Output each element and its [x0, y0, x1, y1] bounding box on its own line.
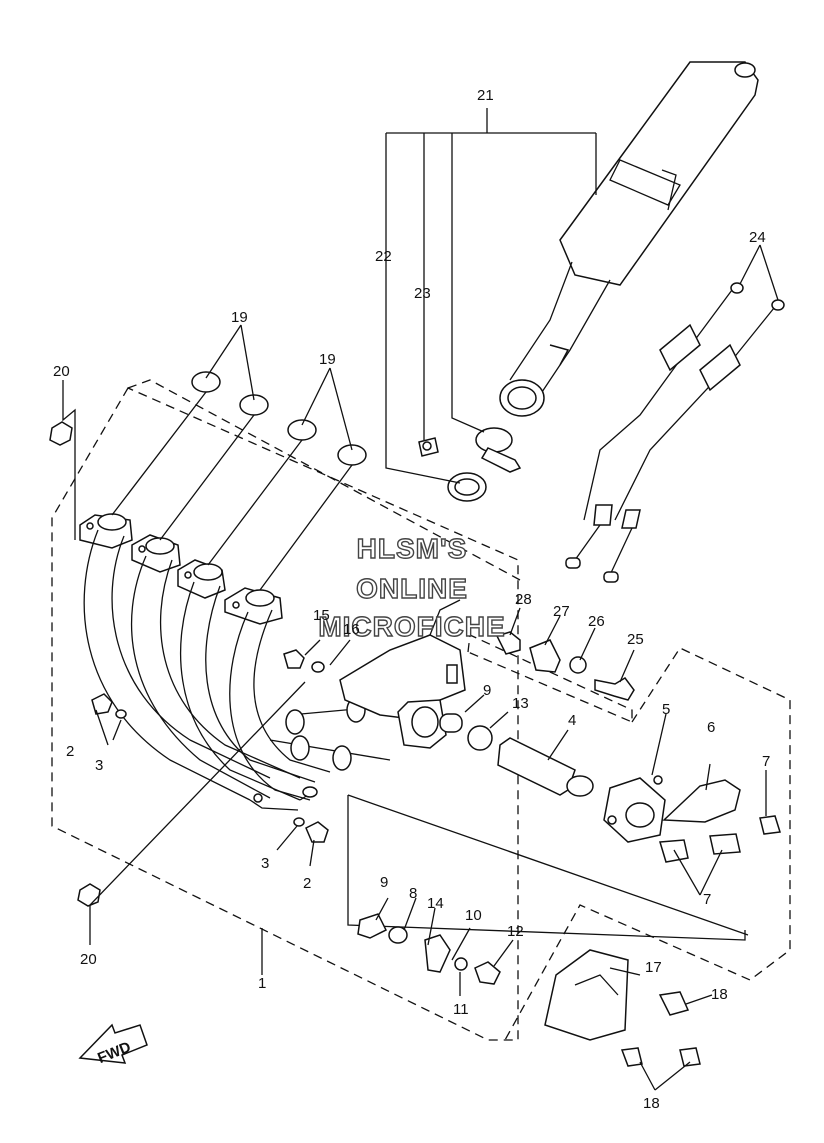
callout-2: 2 [66, 743, 74, 760]
callout-11: 11 [453, 1001, 469, 1018]
callout-12: 12 [507, 923, 524, 940]
callout-10: 10 [465, 907, 482, 924]
callout-20: 20 [53, 363, 70, 380]
valve-cables [565, 282, 785, 583]
callout-16: 16 [343, 621, 360, 638]
assembly-outline-valve [467, 634, 791, 1041]
callout-26: 26 [588, 613, 605, 630]
callout-1: 1 [258, 975, 266, 992]
leader-lines [62, 108, 779, 1091]
callout-18: 18 [643, 1095, 660, 1112]
clamp-parts [418, 427, 522, 502]
callout-5: 5 [662, 701, 670, 718]
callout-17: 17 [645, 959, 662, 976]
fasteners [49, 421, 635, 985]
valve-mechanism [497, 737, 781, 1067]
callout-23: 23 [414, 285, 431, 302]
callout-3: 3 [261, 855, 269, 872]
callout-21: 21 [477, 87, 494, 104]
callout-7: 7 [762, 753, 770, 770]
callout-labels: 1 2 2 3 3 4 5 6 7 7 8 9 9 10 11 12 13 14… [53, 87, 770, 1112]
callout-22: 22 [375, 248, 392, 265]
assembly-outline-servo [347, 794, 749, 941]
watermark-line2: ONLINE [356, 573, 468, 604]
callout-20: 20 [80, 951, 97, 968]
callout-14: 14 [427, 895, 444, 912]
callout-3: 3 [95, 757, 103, 774]
callout-6: 6 [707, 719, 715, 736]
collector-body [339, 599, 466, 749]
callout-2: 2 [303, 875, 311, 892]
callout-15: 15 [313, 607, 330, 624]
callout-7: 7 [703, 891, 711, 908]
callout-13: 13 [512, 695, 529, 712]
fwd-arrow-icon: FWD [78, 1023, 148, 1067]
callout-9: 9 [483, 682, 491, 699]
callout-18: 18 [711, 986, 728, 1003]
callout-25: 25 [627, 631, 644, 648]
callout-28: 28 [515, 591, 532, 608]
muffler [499, 61, 759, 417]
watermark-line1: HLSM'S [357, 533, 468, 564]
callout-27: 27 [553, 603, 570, 620]
watermark: HLSM'S ONLINE MICROFICHE [318, 532, 506, 642]
callout-24: 24 [749, 229, 766, 246]
header-pipes [79, 513, 401, 811]
watermark-line3: MICROFICHE [318, 611, 505, 642]
callout-19: 19 [319, 351, 336, 368]
callout-19: 19 [231, 309, 248, 326]
assembly-outline-exhaust [51, 379, 521, 1041]
gaskets [191, 371, 367, 466]
callout-8: 8 [409, 885, 417, 902]
callout-9: 9 [380, 874, 388, 891]
callout-4: 4 [568, 712, 576, 729]
